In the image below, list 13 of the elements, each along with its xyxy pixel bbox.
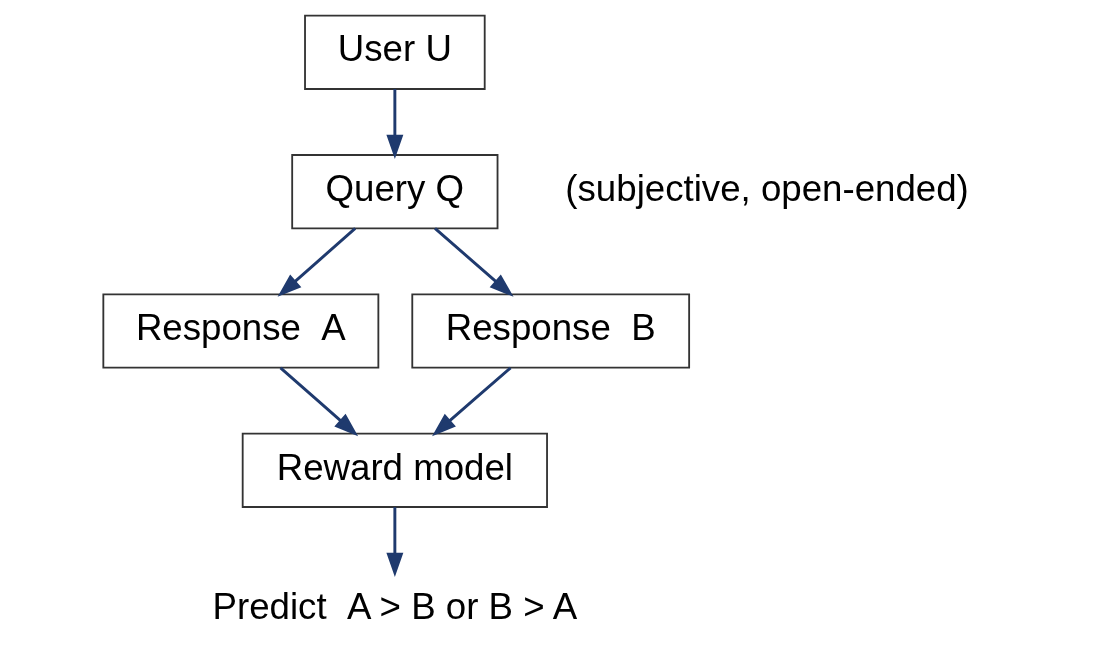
node-box: Query Q (290, 154, 498, 230)
arrow (431, 366, 512, 437)
arrow (277, 227, 356, 297)
node-box: Response A (101, 293, 379, 369)
node-label: (subjective, open-ended) (564, 167, 969, 209)
arrow (279, 366, 358, 437)
arrow (385, 507, 403, 577)
node-box: Reward model (241, 432, 548, 508)
arrow (433, 227, 513, 297)
node-text: Predict A > B or B > A (212, 585, 577, 627)
node-box: User U (303, 14, 486, 90)
node-box: Response B (410, 293, 690, 369)
arrow (385, 89, 403, 159)
